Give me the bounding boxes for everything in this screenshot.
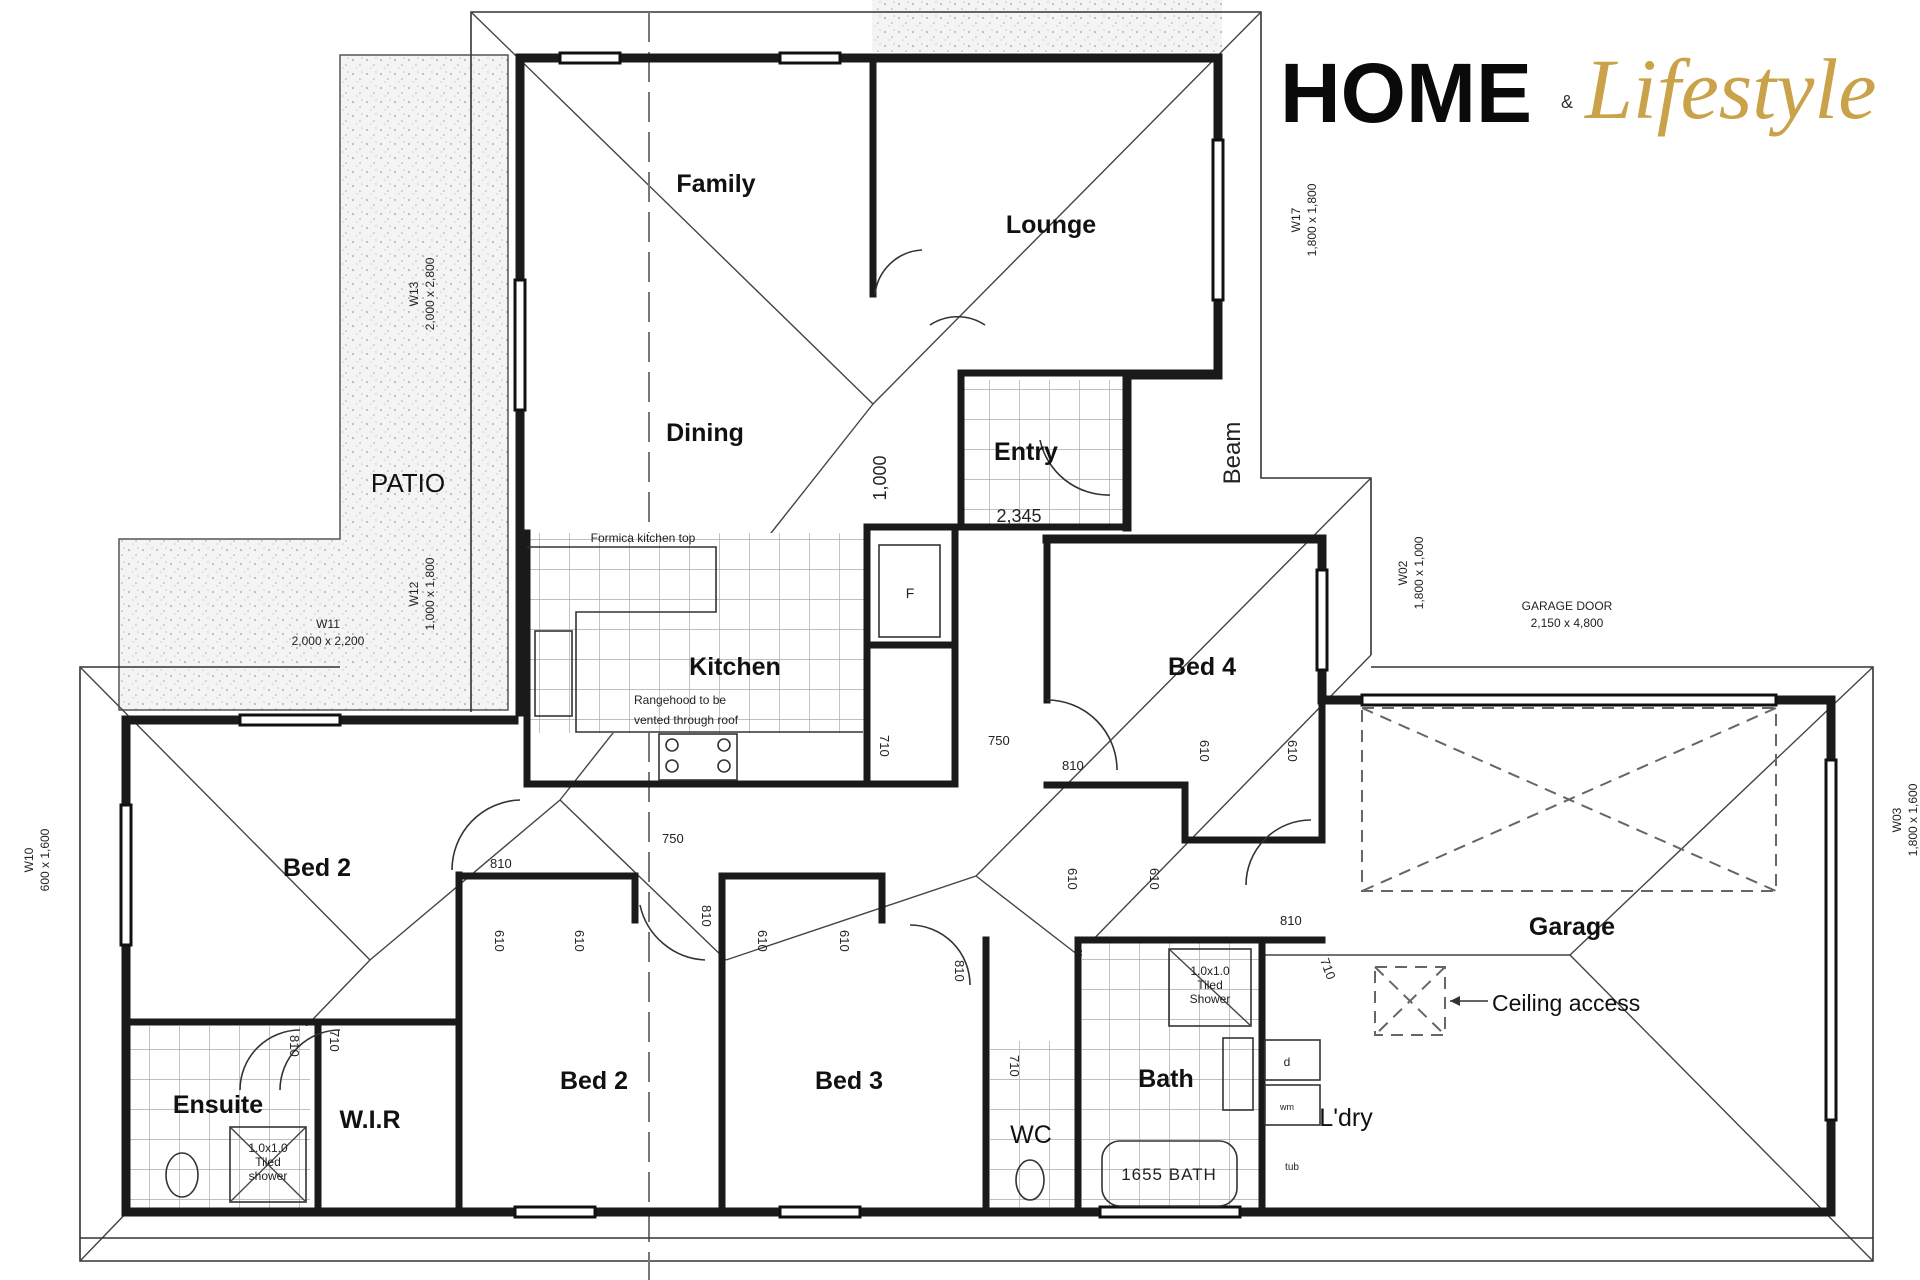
room-wir: W.I.R: [339, 1106, 400, 1134]
tub-label: tub: [1285, 1162, 1299, 1173]
garage-door-id: GARAGE DOOR: [1522, 599, 1613, 613]
door-size: 610: [755, 930, 770, 952]
window-w13-id: W13: [407, 281, 421, 306]
dimension-1000: 1,000: [870, 455, 890, 500]
dimension-2345: 2,345: [996, 506, 1041, 526]
window-labels: W13 2,000 x 2,800 W12 1,000 x 1,800 W11 …: [22, 183, 1920, 891]
window-w03-size: 1,800 x 1,600: [1906, 783, 1920, 856]
door-size: 610: [1065, 868, 1080, 890]
room-labels: Family Lounge Dining Entry Kitchen Bed 4…: [173, 170, 1615, 1149]
room-bed-4: Bed 4: [1168, 653, 1236, 681]
room-bed-2-left: Bed 2: [283, 854, 351, 882]
room-ensuite: Ensuite: [173, 1091, 263, 1119]
ceiling-access-label: Ceiling access: [1492, 990, 1640, 1016]
room-dining: Dining: [666, 419, 744, 447]
window-w17-size: 1,800 x 1,800: [1305, 183, 1319, 256]
room-patio: PATIO: [371, 468, 445, 498]
door-size: 710: [1317, 956, 1339, 982]
room-lounge: Lounge: [1006, 211, 1096, 239]
room-wc: WC: [1010, 1121, 1052, 1149]
door-size: 710: [1007, 1055, 1022, 1077]
room-laundry: L'dry: [1319, 1104, 1373, 1132]
window-w02-size: 1,800 x 1,000: [1412, 536, 1426, 609]
door-labels: 810 810 810 810 810 810 610 610 610 610 …: [287, 733, 1339, 1077]
door-size: 610: [1147, 868, 1162, 890]
kitchen-fittings: [527, 544, 941, 781]
brand-logo: HOME & Lifestyle: [1280, 41, 1876, 140]
logo-home-text: HOME: [1280, 46, 1532, 140]
logo-lifestyle-text: Lifestyle: [1583, 41, 1876, 137]
window-w11-id: W11: [316, 617, 340, 631]
door-size: 810: [287, 1035, 302, 1057]
door-size: 710: [877, 735, 892, 757]
formica-note: Formica kitchen top: [591, 531, 696, 545]
bath-tiles: [1082, 941, 1262, 1207]
porch-area: [872, 0, 1222, 52]
window-w10-id: W10: [22, 847, 36, 872]
ensuite-shower-label: shower: [249, 1169, 288, 1183]
window-w10-size: 600 x 1,600: [38, 828, 52, 891]
fridge-label: F: [906, 585, 915, 601]
window-w12-size: 1,000 x 1,800: [423, 557, 437, 630]
room-kitchen: Kitchen: [689, 653, 781, 681]
door-size: 610: [492, 930, 507, 952]
window-w02-id: W02: [1396, 560, 1410, 585]
door-size: 750: [662, 831, 684, 846]
ensuite-shower-tiled: Tiled: [255, 1155, 281, 1169]
room-bed-3: Bed 3: [815, 1067, 883, 1095]
door-size: 810: [1062, 758, 1084, 773]
bath-shower-label: Shower: [1190, 992, 1231, 1006]
window-w03-id: W03: [1890, 807, 1904, 832]
wc-tiles: [990, 1041, 1075, 1207]
ensuite-tiles: [130, 1026, 310, 1208]
annotations: Beam Formica kitchen top Rangehood to be…: [248, 422, 1640, 1184]
washer-label: wm: [1279, 1102, 1294, 1112]
door-size: 710: [327, 1030, 342, 1052]
door-size: 610: [572, 930, 587, 952]
room-bath: Bath: [1138, 1065, 1194, 1093]
room-entry: Entry: [994, 438, 1058, 466]
kitchen-tiles: [527, 533, 867, 733]
bathtub-label: 1655 BATH: [1121, 1165, 1217, 1184]
garage-fittings: [1361, 707, 1777, 1036]
door-size: 810: [1280, 913, 1302, 928]
dryer-label: d: [1284, 1055, 1291, 1069]
room-family: Family: [676, 170, 755, 198]
windows: [119, 51, 1838, 1219]
door-size: 610: [1285, 740, 1300, 762]
door-size: 610: [1197, 740, 1212, 762]
entry-tiles: [961, 380, 1125, 525]
bath-shower-tiled: Tiled: [1197, 978, 1223, 992]
window-w11-size: 2,000 x 2,200: [292, 634, 365, 648]
room-bed-2: Bed 2: [560, 1067, 628, 1095]
door-size: 810: [952, 960, 967, 982]
logo-ampersand: &: [1561, 92, 1573, 112]
rangehood-note-1: Rangehood to be: [634, 693, 726, 707]
door-size: 750: [988, 733, 1010, 748]
window-w17-id: W17: [1289, 207, 1303, 232]
bathroom-fittings: [165, 948, 1321, 1207]
window-w12-id: W12: [407, 581, 421, 606]
room-garage: Garage: [1529, 913, 1615, 941]
rangehood-note-2: vented through roof: [634, 713, 739, 727]
ensuite-shower-size: 1.0x1.0: [248, 1141, 288, 1155]
door-size: 810: [699, 905, 714, 927]
garage-door-size: 2,150 x 4,800: [1531, 616, 1604, 630]
door-swings: [239, 249, 1312, 1091]
window-w13-size: 2,000 x 2,800: [423, 257, 437, 330]
beam-label: Beam: [1219, 422, 1246, 485]
patio-area: [118, 54, 509, 711]
door-size: 610: [837, 930, 852, 952]
door-size: 810: [490, 856, 512, 871]
bath-shower-size: 1.0x1.0: [1190, 964, 1230, 978]
